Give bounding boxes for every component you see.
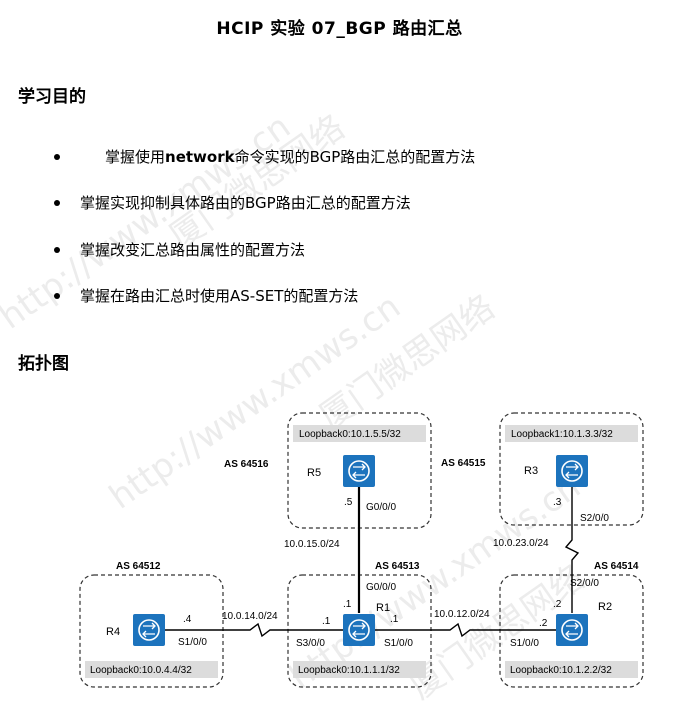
loopback-bar-r5 (293, 425, 426, 442)
objective-keyword: network (165, 148, 235, 166)
objective-text: 掌握改变汇总路由属性的配置方法 (80, 241, 306, 259)
ip-label: .4 (183, 614, 192, 625)
router-name-r3: R3 (524, 465, 538, 477)
objective-item: 掌握实现抑制具体路由的BGP路由汇总的配置方法 (54, 192, 411, 213)
router-icon (342, 454, 376, 488)
loopback-label-r3: Loopback1:10.1.3.3/32 (511, 429, 613, 440)
ip-label: .1 (322, 616, 331, 627)
interface-label: G0/0/0 (366, 502, 396, 513)
loopback-label-r5: Loopback0:10.1.5.5/32 (299, 429, 401, 440)
network-label: 10.0.14.0/24 (222, 611, 278, 622)
objective-text: 掌握在路由汇总时使用AS-SET的配置方法 (80, 287, 359, 305)
network-label: 10.0.12.0/24 (434, 609, 490, 620)
ip-label: .1 (343, 599, 352, 610)
router-name-r1: R1 (376, 602, 390, 614)
interface-label: S1/0/0 (510, 638, 539, 649)
as-box-r4 (79, 574, 224, 688)
ip-label: .2 (553, 599, 562, 610)
router-name-r4: R4 (106, 626, 120, 638)
as-label-r2: AS 64514 (594, 561, 639, 572)
network-label: 10.0.15.0/24 (284, 539, 340, 550)
interface-label: S3/0/0 (296, 638, 325, 649)
as-label-r3: AS 64515 (441, 458, 486, 469)
interface-label: S2/0/0 (580, 513, 609, 524)
loopback-bar-r4 (85, 661, 218, 678)
router-name-r2: R2 (598, 601, 612, 613)
link-r1-r2 (375, 622, 556, 638)
ip-label: .5 (344, 497, 353, 508)
loopback-label-r4: Loopback0:10.0.4.4/32 (90, 665, 192, 676)
link-r3-r2 (564, 487, 580, 613)
loopback-bar-r2 (505, 661, 638, 678)
loopback-label-r2: Loopback0:10.1.2.2/32 (510, 665, 612, 676)
as-box-r3 (499, 412, 644, 526)
objective-item: 掌握使用network命令实现的BGP路由汇总的配置方法 (53, 146, 476, 167)
ip-label: .1 (390, 614, 399, 625)
ip-label: .2 (539, 618, 548, 629)
objective-text: 掌握实现抑制具体路由的BGP路由汇总的配置方法 (80, 194, 411, 212)
loopback-bar-r3 (505, 425, 638, 442)
router-icon (132, 613, 166, 647)
objective-text: 掌握使用 (105, 148, 166, 166)
objective-item: 掌握改变汇总路由属性的配置方法 (53, 239, 306, 260)
interface-label: G0/0/0 (366, 582, 396, 593)
loopback-bar-r1 (293, 661, 426, 678)
router-name-r5: R5 (307, 467, 321, 479)
interface-label: S1/0/0 (384, 638, 413, 649)
ip-label: .3 (553, 497, 562, 508)
objective-item: 掌握在路由汇总时使用AS-SET的配置方法 (53, 285, 359, 306)
link-r4-r1 (165, 622, 343, 638)
router-icon (342, 613, 376, 647)
interface-label: S1/0/0 (178, 637, 207, 648)
section-heading-topology: 拓扑图 (18, 354, 69, 374)
objective-text: 命令实现的BGP路由汇总的配置方法 (234, 148, 476, 166)
router-icon (555, 613, 589, 647)
page-title: HCIP 实验 07_BGP 路由汇总 (216, 19, 463, 39)
interface-label: S2/0/0 (570, 578, 599, 589)
loopback-label-r1: Loopback0:10.1.1.1/32 (298, 665, 400, 676)
as-label-r1: AS 64513 (375, 561, 420, 572)
section-heading-objectives: 学习目的 (18, 87, 86, 107)
as-label-r4: AS 64512 (116, 561, 161, 572)
as-label-r5: AS 64516 (224, 459, 269, 470)
router-icon (555, 454, 589, 488)
network-label: 10.0.23.0/24 (493, 538, 549, 549)
